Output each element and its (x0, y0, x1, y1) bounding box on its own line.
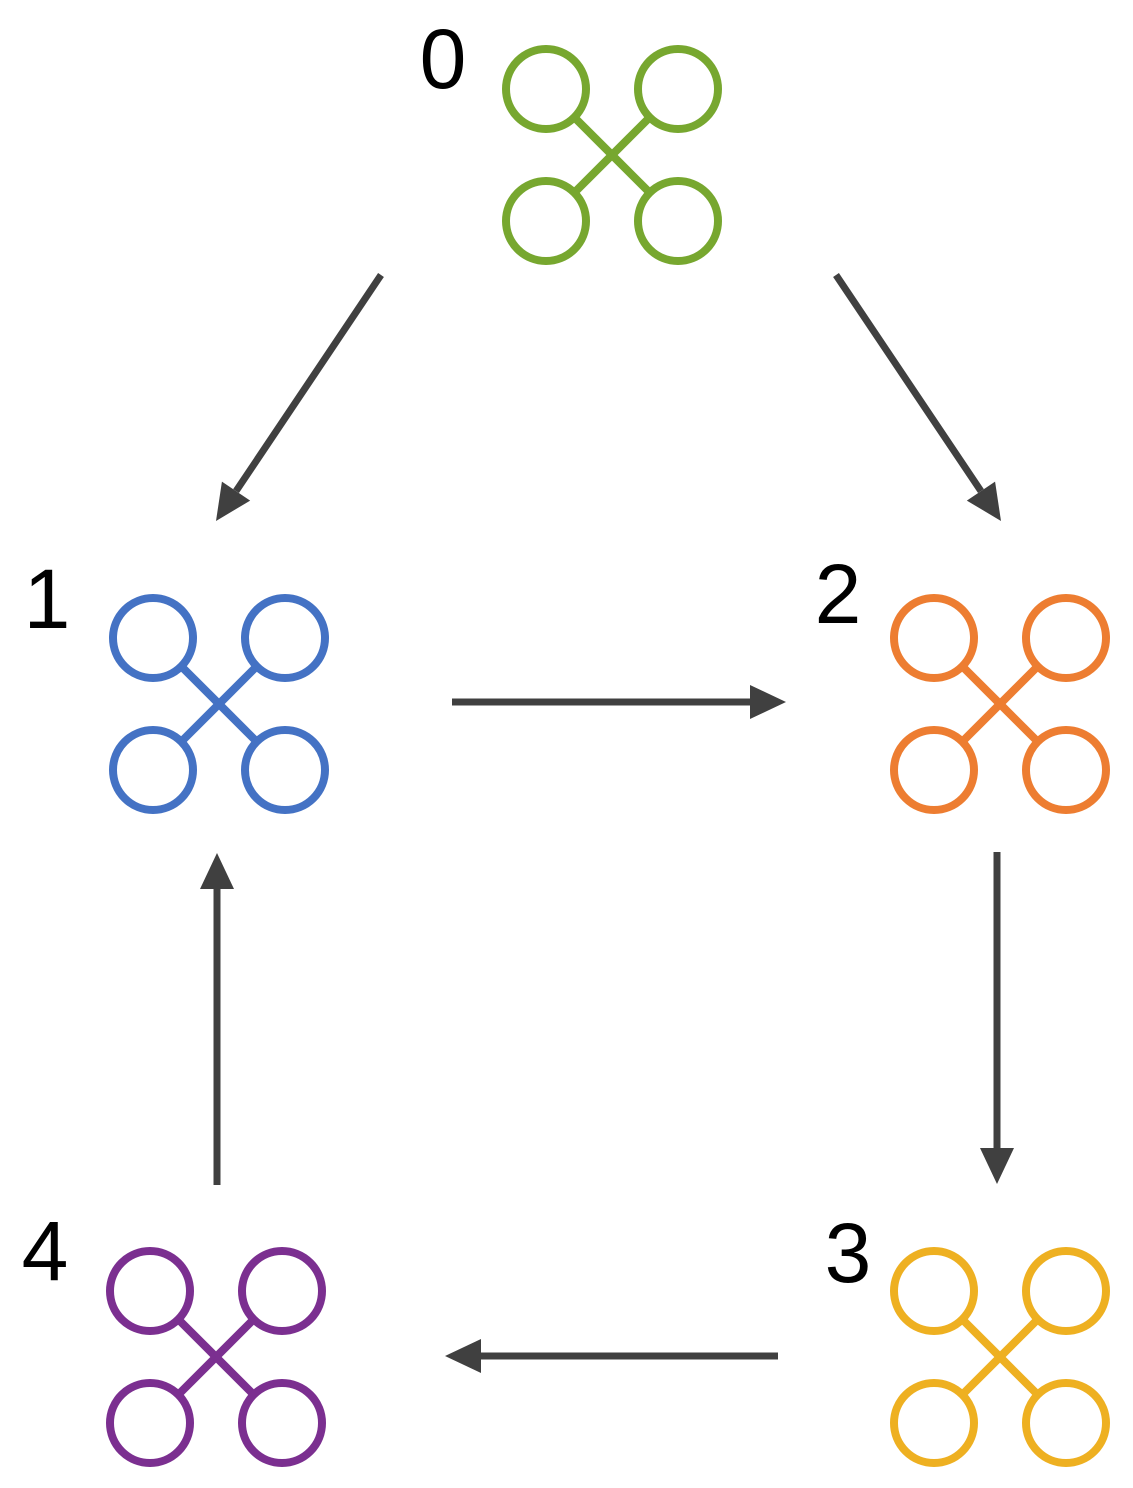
drone-node-3: 3 (825, 1206, 1110, 1467)
drone-rotor (1022, 1247, 1110, 1335)
drone-arm (216, 663, 260, 707)
drone-arm (571, 152, 615, 196)
drone-rotor (109, 594, 197, 682)
drone-node-0: 0 (420, 12, 722, 265)
nodes: 0 1 2 3 4 (22, 12, 1110, 1467)
drone-rotor (502, 45, 590, 133)
drone-rotor (238, 1379, 326, 1467)
arrowhead-0-to-2 (966, 481, 1001, 521)
drone-arm (213, 1316, 257, 1360)
drone-node-1: 1 (24, 552, 329, 814)
drone-node-2: 2 (815, 547, 1110, 814)
drone-arm (178, 701, 222, 745)
drone-arm (959, 701, 1003, 745)
drone-arm (997, 1354, 1041, 1398)
edge-0-to-1 (233, 273, 384, 494)
drone-rotor (1022, 1379, 1110, 1467)
drone-arm (213, 1354, 257, 1398)
drone-arm (959, 1316, 1003, 1360)
drone-rotor (890, 1379, 978, 1467)
drone-rotor (890, 594, 978, 682)
drone-rotor (634, 177, 722, 265)
node-label-3: 3 (825, 1206, 872, 1300)
arrowhead-2-to-3 (980, 1148, 1014, 1184)
arrowhead-0-to-1 (216, 481, 251, 521)
drone-rotor (1022, 726, 1110, 814)
arrowhead-3-to-4 (445, 1339, 481, 1373)
drone-arm (997, 1316, 1041, 1360)
node-label-0: 0 (420, 12, 467, 106)
drone-arm (997, 663, 1041, 707)
drone-arm (609, 114, 653, 158)
drone-node-4: 4 (22, 1204, 326, 1467)
edges (200, 273, 1014, 1373)
drone-rotor (238, 1247, 326, 1335)
drone-rotor (109, 726, 197, 814)
drone-rotor (241, 726, 329, 814)
drone-arm (175, 1354, 219, 1398)
drone-rotor (106, 1247, 194, 1335)
drone-rotor (890, 1247, 978, 1335)
drone-arm (175, 1316, 219, 1360)
drone-arm (571, 114, 615, 158)
drone-arm (609, 152, 653, 196)
node-label-4: 4 (22, 1204, 69, 1298)
node-label-2: 2 (815, 547, 862, 641)
drone-arm (959, 663, 1003, 707)
arrowhead-4-to-1 (200, 853, 234, 889)
drone-rotor (890, 726, 978, 814)
drone-arm (997, 701, 1041, 745)
drone-rotor (1022, 594, 1110, 682)
arrowhead-1-to-2 (750, 685, 786, 719)
drone-rotor (106, 1379, 194, 1467)
drone-arm (178, 663, 222, 707)
drone-rotor (634, 45, 722, 133)
edge-0-to-2 (833, 273, 984, 494)
drone-arm (959, 1354, 1003, 1398)
drone-rotor (241, 594, 329, 682)
drone-arm (216, 701, 260, 745)
drone-rotor (502, 177, 590, 265)
node-label-1: 1 (24, 552, 71, 646)
